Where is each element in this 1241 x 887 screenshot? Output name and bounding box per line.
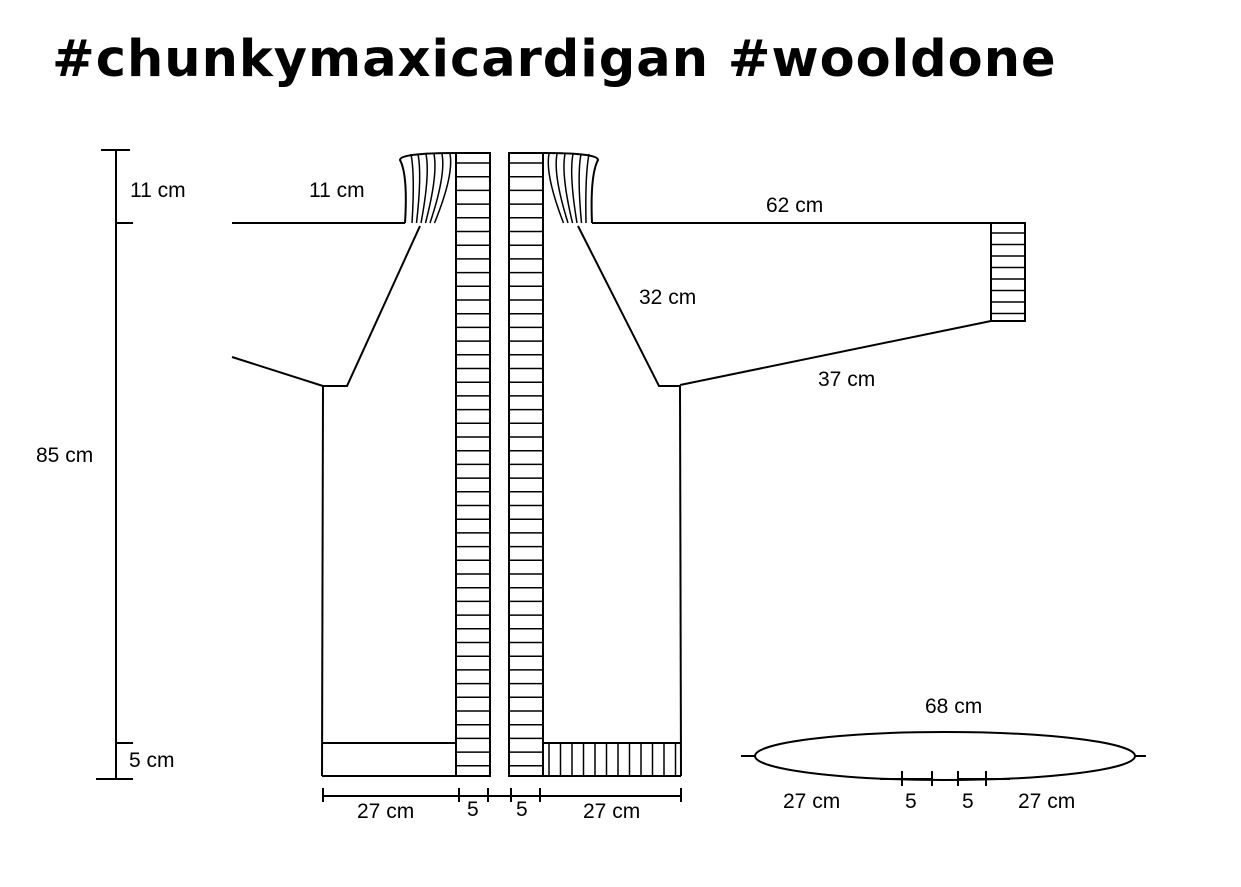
raglan-label: 32 cm	[639, 286, 696, 309]
belt-length-label: 68 cm	[925, 695, 982, 718]
belt-left-width-label: 27 cm	[783, 790, 840, 813]
collar-rib	[410, 153, 415, 224]
sleeve-length-label: 62 cm	[766, 194, 823, 217]
hem-height-label: 5 cm	[129, 749, 175, 772]
sleeve-cuff	[990, 222, 1026, 322]
band-right-label: 5	[516, 798, 528, 821]
belt-band-right-label: 5	[962, 790, 974, 813]
total-length-label: 85 cm	[36, 444, 93, 467]
vertical-dimension	[96, 149, 133, 780]
collar-rib	[563, 153, 574, 224]
collar-rib	[415, 153, 421, 224]
collar-rib	[547, 153, 565, 224]
hem-ribbing-right	[548, 743, 677, 776]
collar-rib	[585, 153, 590, 224]
collar-rib	[578, 153, 583, 224]
collar-rib	[433, 153, 452, 224]
belt-band-left-label: 5	[905, 790, 917, 813]
front-width-left-label: 27 cm	[357, 800, 414, 823]
collar-rib	[570, 153, 578, 224]
collar-height-body-label: 11 cm	[309, 179, 365, 202]
sleeve-underarm-label: 37 cm	[818, 368, 875, 391]
collar-rib	[429, 153, 444, 224]
belt	[741, 731, 1146, 786]
page-title: #chunkymaxicardigan #wooldone	[52, 30, 1057, 89]
collar	[398, 152, 600, 224]
bottom-dimension	[322, 788, 682, 802]
collar-rib	[555, 153, 569, 224]
belt-right-width-label: 27 cm	[1018, 790, 1075, 813]
cardigan-body	[231, 222, 992, 777]
front-band-left	[455, 152, 491, 777]
front-width-right-label: 27 cm	[583, 800, 640, 823]
front-band-right	[508, 152, 544, 777]
collar-rib	[424, 153, 436, 224]
band-left-label: 5	[467, 798, 479, 821]
collar-height-left-label: 11 cm	[130, 179, 186, 202]
collar-rib	[420, 153, 428, 224]
